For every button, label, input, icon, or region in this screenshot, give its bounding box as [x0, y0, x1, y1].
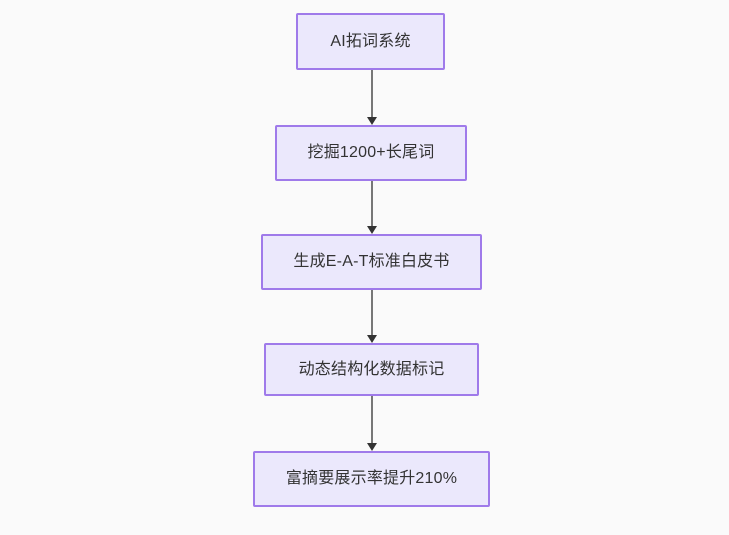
arrowhead-icon	[367, 226, 377, 234]
node-label: 动态结构化数据标记	[298, 360, 445, 378]
edge-line	[371, 290, 373, 335]
node-label: 生成E-A-T标准白皮书	[293, 253, 450, 271]
flowchart-node-longtail-keywords[interactable]: 挖掘1200+长尾词	[275, 125, 467, 181]
node-label: 挖掘1200+长尾词	[307, 144, 435, 162]
arrowhead-icon	[367, 335, 377, 343]
flowchart-node-ai-keyword-system[interactable]: AI拓词系统	[296, 13, 445, 70]
flowchart-node-structured-data-markup[interactable]: 动态结构化数据标记	[264, 343, 479, 396]
edge-line	[371, 396, 373, 443]
node-label: 富摘要展示率提升210%	[285, 470, 458, 488]
flowchart-node-eat-whitepaper[interactable]: 生成E-A-T标准白皮书	[261, 234, 482, 290]
node-label: AI拓词系统	[330, 32, 411, 50]
edge-line	[371, 70, 373, 117]
arrowhead-icon	[367, 117, 377, 125]
arrowhead-icon	[367, 443, 377, 451]
edge-line	[371, 181, 373, 226]
flowchart-node-rich-snippet-result[interactable]: 富摘要展示率提升210%	[253, 451, 490, 507]
